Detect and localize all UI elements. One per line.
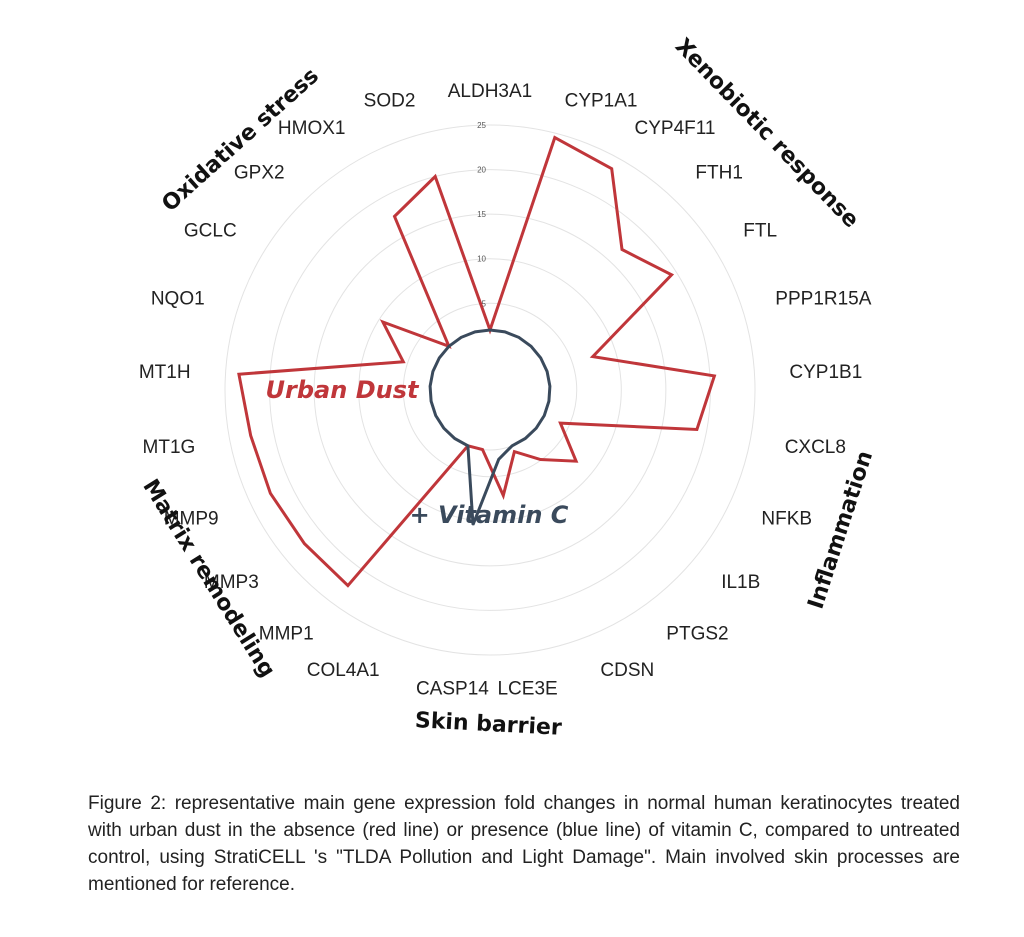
group-label-skin-barrier: Skin barrier — [414, 708, 562, 741]
data-point-vitamin-c-cdsn — [511, 445, 513, 447]
axis-label-hmox1: HMOX1 — [278, 118, 346, 139]
data-point-vitamin-c-col4a1 — [467, 445, 469, 447]
tick-label: 5 — [482, 299, 487, 308]
axis-label-mmp3: MMP3 — [204, 572, 259, 593]
tick-label: 10 — [477, 255, 486, 264]
data-point-urban-dust-casp14 — [481, 448, 484, 451]
axis-label-cyp4f11: CYP4F11 — [635, 118, 716, 139]
data-point-urban-dust-mmp3 — [303, 542, 306, 545]
group-label-inflammation: Inflammation — [804, 448, 879, 612]
data-point-vitamin-c-cyp1b1 — [549, 385, 551, 388]
axis-label-mt1g: MT1G — [143, 437, 196, 458]
axis-label-nqo1: NQO1 — [151, 288, 205, 309]
data-point-vitamin-c-nqo1 — [432, 370, 434, 373]
data-point-urban-dust-hmox1 — [393, 215, 396, 218]
data-point-vitamin-c-nfkb — [543, 414, 546, 417]
grid-ring — [358, 258, 622, 522]
data-point-urban-dust-il1b — [575, 460, 577, 463]
data-point-vitamin-c-lce3e — [497, 458, 500, 461]
data-point-urban-dust-ppp1r15a — [592, 355, 594, 358]
axis-label-lce3e: LCE3E — [497, 679, 557, 700]
axis-label-cxcl8: CXCL8 — [785, 437, 846, 458]
grid-ring — [313, 213, 667, 567]
axis-label-cdsn: CDSN — [600, 660, 654, 681]
axis-label-mt1h: MT1H — [139, 362, 191, 383]
data-point-vitamin-c-mt1h — [429, 385, 431, 388]
radar-grid — [224, 124, 756, 656]
series-label-urban-dust: Urban Dust — [266, 376, 420, 404]
series-line-vitamin-c — [428, 328, 552, 526]
data-point-vitamin-c-cyp4f11 — [518, 336, 520, 339]
axis-label-il1b: IL1B — [721, 572, 760, 593]
axis-label-cyp1b1: CYP1B1 — [789, 362, 862, 383]
grid-ring — [224, 124, 756, 656]
data-point-vitamin-c-hmox1 — [460, 336, 462, 339]
data-point-urban-dust-nfkb — [559, 422, 562, 424]
data-point-vitamin-c-mmp9 — [434, 414, 437, 417]
data-point-urban-dust-cxcl8 — [696, 428, 698, 431]
data-point-urban-dust-mmp1 — [347, 584, 349, 587]
axis-label-gclc: GCLC — [184, 220, 237, 241]
axis-label-mmp9: MMP9 — [164, 509, 219, 530]
data-point-vitamin-c-mmp1 — [453, 437, 456, 440]
axis-label-gpx2: GPX2 — [234, 162, 285, 183]
axis-label-col4a1: COL4A1 — [307, 660, 380, 681]
data-point-urban-dust-mt1h — [238, 373, 240, 376]
radial-tick-labels: 5 10 15 20 25 — [477, 121, 486, 308]
data-point-vitamin-c-cxcl8 — [548, 400, 550, 403]
data-point-vitamin-c-il1b — [535, 427, 537, 430]
data-point-vitamin-c-ptgs2 — [524, 437, 527, 440]
data-point-vitamin-c-gclc — [438, 357, 441, 359]
data-point-urban-dust-ftl — [670, 274, 673, 276]
data-point-vitamin-c-cyp1a1 — [504, 331, 506, 333]
axis-label-fth1: FTH1 — [695, 162, 743, 183]
axis-label-mmp1: MMP1 — [259, 624, 314, 645]
data-point-urban-dust-cyp1b1 — [713, 375, 716, 377]
data-point-urban-dust-cyp4f11 — [610, 167, 613, 170]
data-point-vitamin-c-ppp1r15a — [546, 370, 548, 373]
tick-label: 15 — [477, 210, 486, 219]
axis-label-casp14: CASP14 — [416, 679, 489, 700]
axis-label-ptgs2: PTGS2 — [666, 624, 728, 645]
grid-ring — [402, 302, 578, 478]
radar-series — [237, 135, 717, 588]
data-point-urban-dust-lce3e — [502, 494, 505, 497]
axis-label-sod2: SOD2 — [364, 90, 416, 111]
series-label-vitamin-c: + Vitamin C — [410, 501, 569, 529]
data-point-vitamin-c-fth1 — [530, 345, 532, 348]
data-point-vitamin-c-ftl — [539, 357, 542, 359]
data-point-vitamin-c-mmp3 — [443, 427, 445, 430]
data-point-urban-dust-mt1g — [249, 434, 252, 437]
data-point-urban-dust-mmp9 — [269, 492, 272, 495]
data-point-urban-dust-sod2 — [434, 175, 437, 178]
tick-label: 20 — [477, 166, 486, 175]
axis-label-cyp1a1: CYP1A1 — [565, 90, 638, 111]
data-point-urban-dust-nqo1 — [402, 361, 405, 363]
data-point-vitamin-c-gpx2 — [448, 345, 450, 348]
axis-label-nfkb: NFKB — [761, 509, 812, 530]
axis-label-ftl: FTL — [743, 220, 777, 241]
axis-label-ppp1r15a: PPP1R15A — [775, 288, 871, 309]
data-point-vitamin-c-mt1g — [430, 400, 432, 403]
data-point-vitamin-c-aldh3a1 — [489, 329, 491, 331]
tick-label: 25 — [477, 121, 486, 130]
data-point-urban-dust-gclc — [382, 321, 384, 323]
data-point-urban-dust-cdsn — [513, 450, 516, 453]
data-point-urban-dust-fth1 — [621, 248, 623, 251]
axis-label-aldh3a1: ALDH3A1 — [448, 81, 533, 102]
group-label-oxidative-stress: Oxidative stress — [157, 63, 324, 216]
data-point-urban-dust-cyp1a1 — [554, 136, 556, 139]
data-point-urban-dust-ptgs2 — [539, 458, 542, 461]
data-point-vitamin-c-sod2 — [474, 331, 476, 333]
data-point-vitamin-c-casp14 — [472, 523, 474, 526]
figure-caption: Figure 2: representative main gene expre… — [88, 793, 960, 895]
